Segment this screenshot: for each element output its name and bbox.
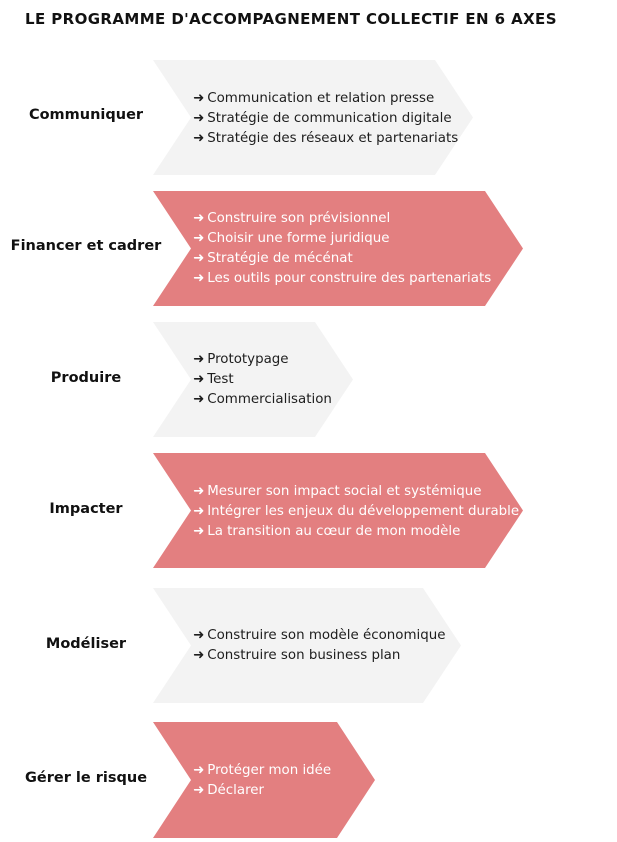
axis-modeliser: Modéliser ➜Construire son modèle économi… bbox=[0, 588, 617, 703]
axis-item-list: ➜Construire son prévisionnel ➜Choisir un… bbox=[193, 209, 491, 289]
axis-label: Financer et cadrer bbox=[10, 238, 162, 254]
axis-label: Impacter bbox=[49, 501, 123, 517]
list-item: ➜Stratégie de communication digitale bbox=[193, 111, 452, 126]
list-item: ➜Stratégie de mécénat bbox=[193, 251, 353, 266]
list-item: ➜Choisir une forme juridique bbox=[193, 231, 390, 246]
list-item: ➜Construire son modèle économique bbox=[193, 628, 446, 643]
arrow-right-icon: ➜ bbox=[193, 372, 205, 387]
axis-label: Gérer le risque bbox=[24, 770, 148, 786]
arrow-right-icon: ➜ bbox=[193, 484, 205, 499]
axis-item-list: ➜Prototypage ➜Test ➜Commercialisation bbox=[193, 350, 332, 410]
axis-item-list: ➜Mesurer son impact social et systémique… bbox=[193, 482, 519, 542]
arrow-right-icon: ➜ bbox=[193, 211, 205, 226]
arrow-right-icon: ➜ bbox=[193, 504, 205, 519]
list-item: ➜Stratégie des réseaux et partenariats bbox=[193, 131, 459, 146]
axis-item-list: ➜Protéger mon idée ➜Déclarer bbox=[193, 761, 331, 801]
axis-communiquer: Communiquer ➜Communication et relation p… bbox=[0, 60, 617, 175]
axis-chevron bbox=[153, 453, 523, 568]
arrow-right-icon: ➜ bbox=[193, 524, 205, 539]
list-item: ➜Construire son prévisionnel bbox=[193, 211, 391, 226]
arrow-right-icon: ➜ bbox=[193, 91, 205, 106]
page-title: LE PROGRAMME D'ACCOMPAGNEMENT COLLECTIF … bbox=[25, 10, 557, 28]
axis-label: Communiquer bbox=[28, 107, 144, 123]
arrow-right-icon: ➜ bbox=[193, 352, 205, 367]
list-item: ➜Communication et relation presse bbox=[193, 91, 435, 106]
list-item: ➜Commercialisation bbox=[193, 392, 332, 407]
arrow-right-icon: ➜ bbox=[193, 648, 205, 663]
axis-produire: Produire ➜Prototypage ➜Test ➜Commerciali… bbox=[0, 322, 617, 437]
axis-chevron bbox=[153, 588, 461, 703]
list-item: ➜Prototypage bbox=[193, 352, 289, 367]
arrow-right-icon: ➜ bbox=[193, 763, 205, 778]
axis-label: Modéliser bbox=[45, 636, 127, 652]
arrow-right-icon: ➜ bbox=[193, 783, 205, 798]
arrow-right-icon: ➜ bbox=[193, 251, 205, 266]
list-item: ➜Déclarer bbox=[193, 783, 265, 798]
list-item: ➜Les outils pour construire des partenar… bbox=[193, 271, 492, 286]
arrow-right-icon: ➜ bbox=[193, 628, 205, 643]
axis-item-list: ➜Communication et relation presse ➜Strat… bbox=[193, 89, 458, 149]
axis-item-list: ➜Construire son modèle économique ➜Const… bbox=[193, 626, 445, 666]
list-item: ➜Test bbox=[193, 372, 234, 387]
axis-financer-et-cadrer: Financer et cadrer ➜Construire son prévi… bbox=[0, 191, 617, 306]
list-item: ➜Mesurer son impact social et systémique bbox=[193, 484, 482, 499]
axis-gerer-le-risque: Gérer le risque ➜Protéger mon idée ➜Décl… bbox=[0, 722, 617, 838]
arrow-right-icon: ➜ bbox=[193, 131, 205, 146]
list-item: ➜Protéger mon idée bbox=[193, 763, 332, 778]
arrow-right-icon: ➜ bbox=[193, 231, 205, 246]
list-item: ➜Intégrer les enjeux du développement du… bbox=[193, 504, 520, 519]
axis-chevron bbox=[153, 60, 473, 175]
arrow-right-icon: ➜ bbox=[193, 271, 205, 286]
arrow-right-icon: ➜ bbox=[193, 111, 205, 126]
list-item: ➜Construire son business plan bbox=[193, 648, 401, 663]
axis-impacter: Impacter ➜Mesurer son impact social et s… bbox=[0, 453, 617, 568]
arrow-right-icon: ➜ bbox=[193, 392, 205, 407]
list-item: ➜La transition au cœur de mon modèle bbox=[193, 524, 461, 539]
axis-chevron bbox=[153, 191, 523, 306]
axis-label: Produire bbox=[50, 370, 122, 386]
